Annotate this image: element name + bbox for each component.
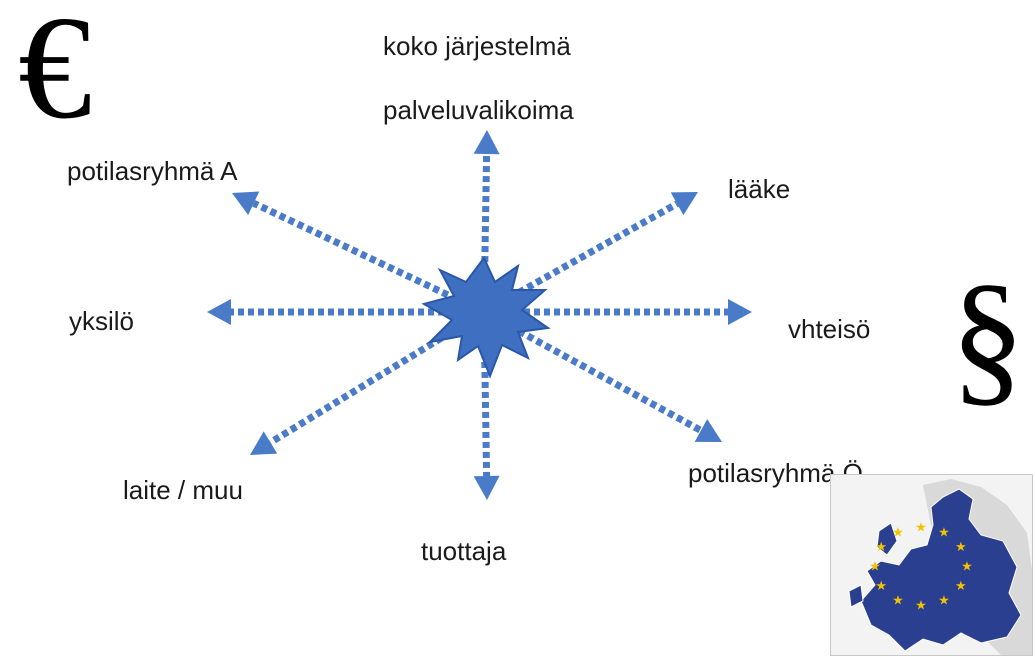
arrow-lower-left-head (250, 431, 278, 455)
arrow-left (207, 299, 444, 325)
paragraph-icon: § (950, 254, 1025, 420)
eu-star-icon: ★ (869, 558, 881, 573)
label-yksilo: yksilö (69, 306, 135, 336)
label-potilasryhma-a: potilasryhmä A (67, 156, 238, 186)
eu-star-icon: ★ (875, 539, 887, 554)
arrow-upper-right (517, 192, 698, 296)
label-laite-muu: laite / muu (123, 475, 243, 505)
arrow-upper-right-shaft (517, 200, 679, 296)
eu-map-icon: ★ ★ ★ ★ ★ ★ ★ ★ ★ ★ ★ ★ (830, 474, 1033, 656)
eu-star-icon: ★ (955, 578, 967, 593)
eu-star-icon: ★ (892, 525, 904, 540)
arrow-upper-right-head (670, 192, 698, 216)
label-laake: lääke (728, 174, 791, 204)
arrow-up (473, 130, 500, 273)
euro-icon: € (18, 0, 92, 150)
arrow-upper-left-shaft (252, 200, 450, 299)
label-vhteiso: vhteisö (788, 314, 871, 344)
arrow-lower-left (250, 329, 452, 455)
arrow-lower-right-shaft (517, 328, 703, 434)
arrow-right (524, 299, 752, 325)
eu-star-icon: ★ (915, 598, 927, 613)
eu-star-icon: ★ (892, 592, 904, 607)
arrow-right-head (728, 299, 752, 325)
eu-star-icon: ★ (875, 578, 887, 593)
arrow-up-head (473, 130, 500, 155)
arrow-lower-right-head (694, 419, 722, 442)
arrow-lower-right (517, 328, 722, 442)
eu-star-icon: ★ (938, 592, 950, 607)
label-palveluvalikoima: palveluvalikoima (383, 95, 574, 125)
arrows-group (207, 130, 752, 500)
eu-star-icon: ★ (955, 539, 967, 554)
arrow-left-head (207, 299, 231, 325)
arrow-down-shaft (481, 351, 491, 477)
label-tuottaja: tuottaja (421, 536, 507, 566)
arrow-down-head (473, 475, 500, 500)
arrow-lower-left-shaft (268, 329, 452, 446)
arrow-up-shaft (481, 153, 491, 273)
arrow-upper-left (232, 191, 450, 299)
burst-star-icon (421, 256, 551, 379)
arrow-upper-left-head (232, 191, 260, 216)
eu-star-icon: ★ (961, 558, 973, 573)
eu-star-icon: ★ (915, 519, 927, 534)
eu-star-icon: ★ (938, 525, 950, 540)
arrow-down (473, 351, 500, 500)
label-koko-jarjestelma: koko järjestelmä (383, 31, 571, 61)
